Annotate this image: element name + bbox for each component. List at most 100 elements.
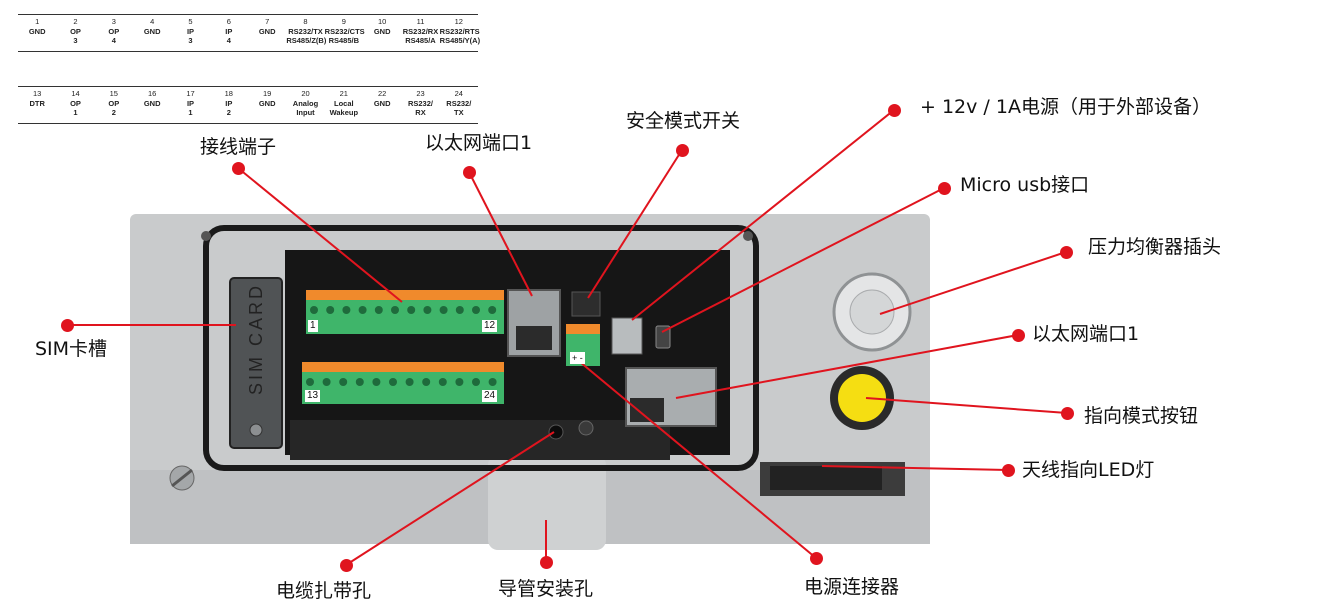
connector-12v	[611, 317, 643, 355]
terminal-screw	[422, 378, 431, 386]
label-cable-tie-hole: 电缆扎带孔	[276, 580, 372, 602]
callout-dot	[61, 319, 74, 332]
terminal-screw	[342, 306, 351, 314]
pin-signal: DTR	[29, 99, 45, 108]
pin-number: 23	[416, 89, 425, 98]
callout-dot	[1002, 464, 1015, 477]
ethernet-jack	[516, 326, 552, 350]
pin-number: 20	[301, 89, 310, 98]
callout-dot	[888, 104, 901, 117]
terminal-screw	[306, 378, 314, 386]
conduit-boss	[488, 455, 606, 550]
pin-number: 18	[224, 89, 233, 98]
callout-dot	[540, 556, 553, 569]
pin-signal: Local Wakeup	[329, 99, 359, 117]
pin-number: 19	[262, 89, 272, 98]
terminal-screw	[355, 378, 364, 386]
terminal-screw	[322, 378, 331, 386]
pin-number: 2	[73, 17, 78, 26]
label-antenna-led: 天线指向LED灯	[1022, 459, 1155, 481]
terminal-screw	[488, 306, 497, 314]
power-connector-orange	[566, 324, 600, 334]
label-power-connector: 电源连接器	[804, 576, 900, 598]
callout-dot	[1012, 329, 1025, 342]
pin-number: 1	[35, 17, 40, 26]
callout-dot	[1060, 246, 1073, 259]
pin-number: 8	[303, 17, 308, 26]
terminal-screw	[472, 378, 480, 386]
cable-tie-hole	[548, 424, 564, 440]
terminal-block-bottom-orange	[302, 362, 504, 372]
pin-number: 22	[377, 89, 387, 98]
pin-number: 3	[111, 17, 116, 26]
pin-signal: RS232/ TX	[446, 99, 472, 117]
terminal-screw	[389, 378, 397, 386]
polarity-label: + -	[570, 352, 585, 364]
sim-card-text: SIM CARD	[246, 283, 266, 395]
pin-signal: GND	[28, 27, 46, 36]
gasket-frame	[203, 225, 759, 471]
terminal-screw	[455, 306, 464, 314]
pin-signal: IP 3	[186, 27, 195, 45]
pin-signal: GND	[258, 27, 276, 36]
housing-screw	[743, 231, 753, 241]
terminal-number-12: 12	[482, 320, 498, 332]
pin-signal: Analog Input	[292, 99, 319, 117]
label-pointing-button: 指向模式按钮	[1084, 405, 1199, 427]
housing-screw	[201, 231, 211, 241]
label-ethernet-port-top: 以太网端口1	[425, 132, 533, 154]
pin-number: 15	[109, 89, 118, 98]
callout-dot	[340, 559, 353, 572]
pin-number: 14	[71, 89, 80, 98]
pin-number: 11	[416, 17, 425, 26]
pin-number: 7	[265, 17, 270, 26]
label-conduit-hole: 导管安装孔	[498, 578, 594, 600]
terminal-screw	[472, 306, 480, 314]
terminal-screw	[488, 378, 497, 386]
label-sim-slot: SIM卡槽	[35, 338, 108, 360]
pin-signal: GND	[373, 99, 391, 108]
pin-number: 6	[226, 17, 231, 26]
label-safe-mode-switch: 安全模式开关	[626, 110, 741, 132]
pin-number: 16	[147, 89, 157, 98]
sim-slot	[229, 277, 283, 449]
pin-signal: RS232/CTS RS485/B	[324, 27, 365, 45]
callout-dot	[232, 162, 245, 175]
pressure-plug-center	[849, 289, 895, 335]
terminal-screw	[423, 306, 432, 314]
pin-number: 17	[186, 89, 195, 98]
pointing-button	[838, 374, 886, 422]
terminal-screw	[455, 378, 464, 386]
pin-signal: RS232/ RX	[407, 99, 433, 117]
terminal-number-13: 13	[305, 390, 321, 402]
pin-number: 4	[150, 17, 155, 26]
pin-signal: GND	[258, 99, 276, 108]
screw-slot	[171, 468, 193, 488]
label-terminal-block: 接线端子	[200, 136, 277, 158]
pin-number: 13	[32, 89, 42, 98]
terminal-screw	[438, 378, 447, 386]
terminal-block-bottom	[302, 372, 504, 404]
terminal-block-top	[306, 300, 504, 334]
pin-signal: OP 4	[108, 27, 120, 45]
terminal-screw	[372, 378, 381, 386]
label-pressure-plug: 压力均衡器插头	[1088, 236, 1222, 258]
callout-dot	[676, 144, 689, 157]
pin-number: 10	[377, 17, 387, 26]
